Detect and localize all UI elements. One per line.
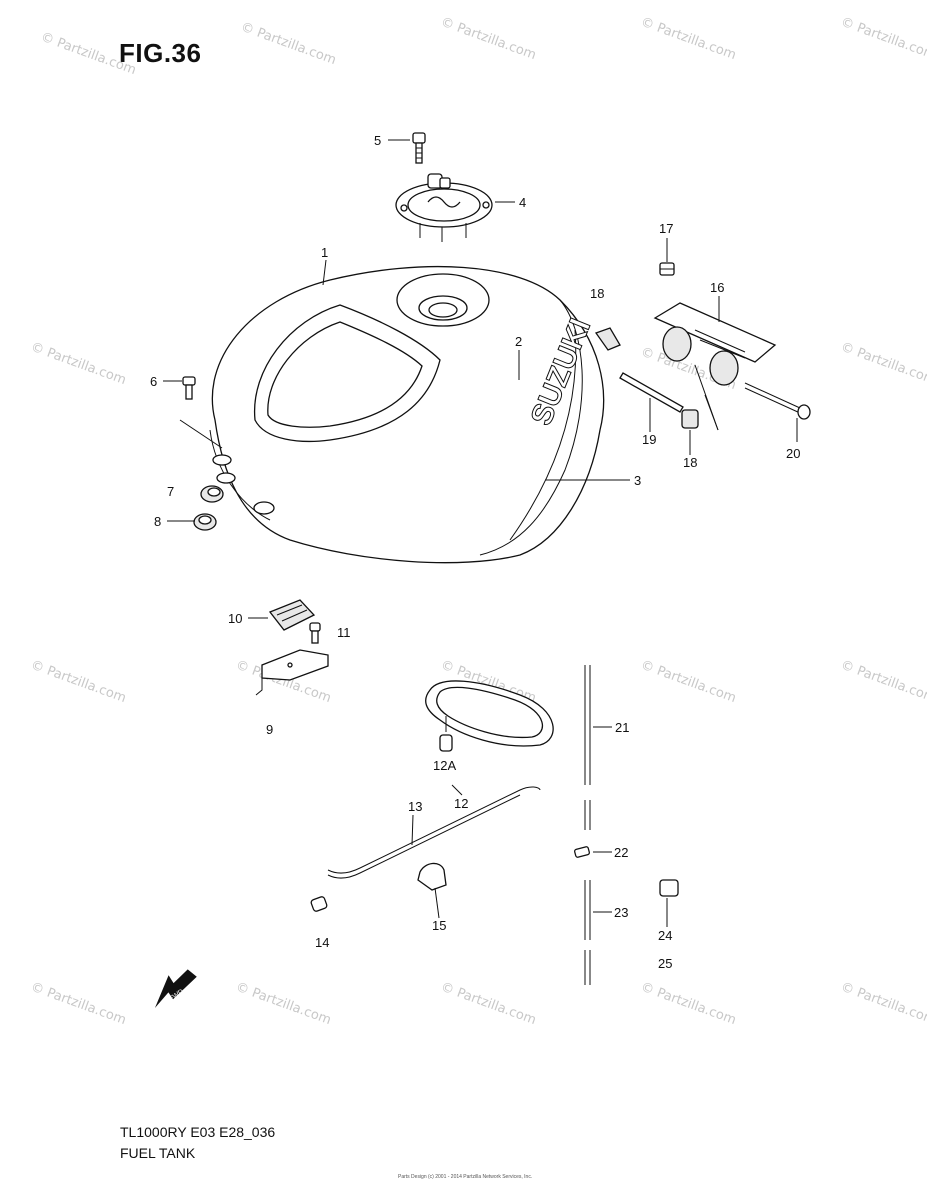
part-22-joint — [574, 846, 590, 858]
part-21-gasket — [425, 665, 591, 785]
copyright-notice: Parts Design (c) 2001 - 2014 Partzilla N… — [398, 1174, 533, 1180]
callout-15: 15 — [432, 918, 446, 933]
watermark: © Partzilla.com — [39, 30, 138, 78]
part-12a-joint — [439, 716, 453, 752]
part-17-bolt — [659, 262, 675, 276]
part-5-bolt — [412, 132, 426, 164]
callout-6: 6 — [150, 374, 157, 389]
part-18-cushion-upper — [594, 327, 621, 351]
watermark: © Partzilla.com — [639, 658, 738, 706]
part-8-cushion — [193, 513, 217, 531]
callout-20: 20 — [786, 446, 800, 461]
part-1-fuel-tank: SUZUKI — [209, 265, 605, 564]
callout-19: 19 — [642, 432, 656, 447]
part-11-bolt — [309, 622, 321, 644]
watermark: © Partzilla.com — [439, 15, 538, 63]
callout-21: 21 — [615, 720, 629, 735]
callout-1: 1 — [321, 245, 328, 260]
watermark: © Partzilla.com — [639, 15, 738, 63]
callout-7: 7 — [167, 484, 174, 499]
callout-12: 12 — [454, 796, 468, 811]
callout-4: 4 — [519, 195, 526, 210]
watermark: © Partzilla.com — [234, 980, 333, 1028]
part-24-clip — [659, 879, 679, 897]
part-19-spacer — [619, 372, 684, 413]
callout-2: 2 — [515, 334, 522, 349]
part-18-cushion-lower — [681, 409, 699, 429]
part-6-screw — [179, 376, 223, 449]
callout-3: 3 — [634, 473, 641, 488]
part-16-bracket — [653, 302, 777, 431]
model-code: TL1000RY E03 E28_036 — [120, 1124, 276, 1140]
callout-5: 5 — [374, 133, 381, 148]
leader-lines — [163, 139, 798, 927]
watermark: © Partzilla.com — [639, 980, 738, 1028]
figure-title: FIG.36 — [119, 38, 202, 68]
callout-12a: 12A — [433, 758, 456, 773]
part-10-pad — [268, 599, 316, 631]
callout-16: 16 — [710, 280, 724, 295]
watermark: © Partzilla.com — [439, 980, 538, 1028]
watermark: © Partzilla.com — [29, 658, 128, 706]
callout-14: 14 — [315, 935, 329, 950]
callout-13: 13 — [408, 799, 422, 814]
callout-23: 23 — [614, 905, 628, 920]
callout-22: 22 — [614, 845, 628, 860]
callout-17: 17 — [659, 221, 673, 236]
callout-24: 24 — [658, 928, 672, 943]
watermark: © Partzilla.com — [29, 340, 128, 388]
watermark: © Partzilla.com — [239, 20, 338, 68]
watermark: © Partzilla.com — [839, 340, 927, 388]
callout-25: 25 — [658, 956, 672, 971]
section-name: FUEL TANK — [120, 1145, 196, 1161]
part-23-hose — [584, 800, 591, 985]
watermark: © Partzilla.com — [839, 15, 927, 63]
part-4-fuel-cap — [395, 173, 493, 242]
part-15-clamp — [417, 862, 447, 891]
watermark: © Partzilla.com — [839, 658, 927, 706]
callout-18-lower: 18 — [683, 455, 697, 470]
callout-11: 11 — [337, 625, 351, 640]
part-14-plug — [310, 896, 328, 912]
callout-labels: 5 4 1 2 3 6 7 8 17 18 16 19 18 20 10 11 … — [150, 133, 800, 971]
part-7-cushion — [200, 485, 224, 503]
watermark: © Partzilla.com — [839, 980, 927, 1028]
callout-18-upper: 18 — [590, 286, 604, 301]
callout-8: 8 — [154, 514, 161, 529]
part-13-hose — [327, 786, 541, 879]
part-9-bracket — [255, 649, 329, 696]
callout-10: 10 — [228, 611, 242, 626]
part-20-bolt — [744, 382, 811, 420]
callout-9: 9 — [266, 722, 273, 737]
watermark: © Partzilla.com — [29, 980, 128, 1028]
forward-arrow-icon: FWD — [154, 969, 197, 1008]
